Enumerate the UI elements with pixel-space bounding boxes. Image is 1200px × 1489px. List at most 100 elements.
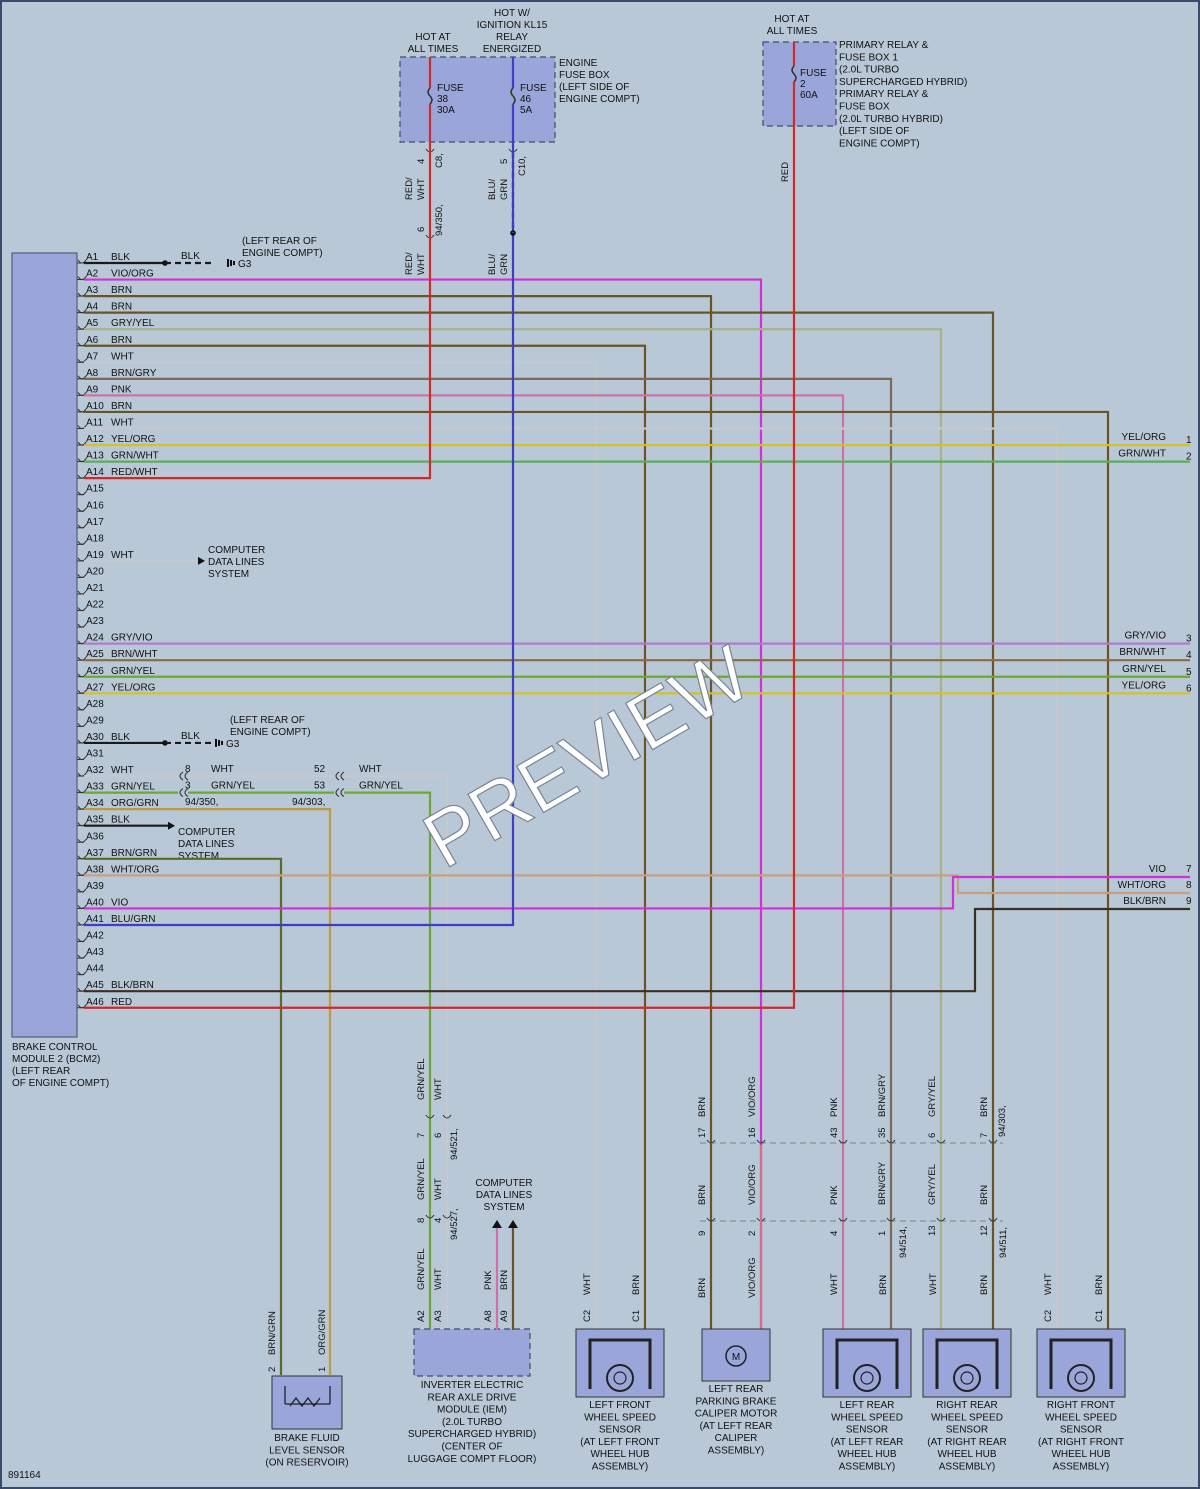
pin-connector-mark <box>77 623 87 628</box>
pin-wire-color-a40: VIO <box>111 897 128 908</box>
wire-a45 <box>84 907 1190 993</box>
wire-a2 <box>84 278 763 1145</box>
inline-connector <box>335 788 340 798</box>
pin-connector-mark <box>77 408 87 413</box>
wire-label: VIO/ORG <box>747 1164 758 1205</box>
lf-sensor-label: ASSEMBLY) <box>592 1462 649 1473</box>
component-pin: A9 <box>499 1310 510 1322</box>
pin-label-a2: A2 <box>86 269 99 280</box>
engine-fuse-box-label: ENGINE <box>559 58 598 69</box>
wire-label: WHT <box>582 1273 593 1295</box>
connector-mark <box>936 1139 946 1144</box>
pin-label-a6: A6 <box>86 335 99 346</box>
lf-wheel-speed-sensor-hub <box>613 1371 627 1385</box>
hot-at-all-times-label: HOT AT <box>774 14 809 25</box>
inline-connector <box>340 788 345 798</box>
pin-label-a1: A1 <box>86 252 99 263</box>
pin-wire-color-a9: PNK <box>111 384 132 395</box>
offpage-number-3: 3 <box>1186 634 1192 645</box>
component-pin: A3 <box>433 1310 444 1322</box>
connector-pin: 4 <box>829 1231 840 1236</box>
ground-symbol <box>215 738 217 747</box>
inline-connector-label: 94/350, <box>185 797 218 808</box>
pin-wire-color-a2: VIO/ORG <box>111 269 154 280</box>
pin-wire-color-a35: BLK <box>111 815 130 826</box>
wire-label-grn: GRN <box>499 254 510 275</box>
wire-label: BRN <box>979 1097 990 1117</box>
offpage-number-1: 1 <box>1186 435 1192 446</box>
ground-wire-label: BLK <box>181 251 200 262</box>
fuse-46-symbol <box>510 87 516 105</box>
wire-label: PNK <box>829 1097 840 1117</box>
rr-sensor-label: WHEEL HUB <box>937 1449 996 1460</box>
pin-connector-mark <box>77 838 87 843</box>
lr-motor-label: PARKING BRAKE <box>696 1396 777 1407</box>
inline-connector <box>340 771 345 781</box>
offpage-wire-label: VIO <box>1149 864 1166 875</box>
offpage-number-7: 7 <box>1186 864 1192 875</box>
connector-mark <box>756 1139 766 1144</box>
pin-wire-color-a30: BLK <box>111 732 130 743</box>
pin-label-a3: A3 <box>86 285 99 296</box>
inline-wire-label: GRN/YEL <box>211 781 255 792</box>
ground-symbol <box>218 739 220 746</box>
rf-wheel-speed-sensor-coil <box>1049 1338 1113 1389</box>
wire-label: GRY/YEL <box>927 1076 938 1117</box>
lf-sensor-label: WHEEL SPEED <box>584 1412 656 1423</box>
wire-label: VIO/ORG <box>747 1257 758 1298</box>
pin-wire-color-a10: BRN <box>111 401 132 412</box>
pin-label-a25: A25 <box>86 649 104 660</box>
wire-label: BRN <box>878 1275 889 1295</box>
wire-label-red: RED/ <box>404 177 415 200</box>
connector-mark <box>706 1139 716 1144</box>
connector-pin: 6 <box>927 1133 938 1138</box>
pin-wire-color-a7: WHT <box>111 351 134 362</box>
pin-connector-mark <box>77 739 87 744</box>
94-350-label: 94/350, <box>434 204 445 236</box>
ground-location-label: (LEFT REAR OF <box>230 715 305 726</box>
connector-pin: 4 <box>433 1218 444 1223</box>
pin-wire-color-a34: ORG/GRN <box>111 798 159 809</box>
pin-label-a5: A5 <box>86 318 99 329</box>
wire-a40 <box>84 875 1190 910</box>
connector-pin: 2 <box>747 1231 758 1236</box>
pin-label-a28: A28 <box>86 699 104 710</box>
connector-pin: 7 <box>416 1133 427 1138</box>
lr-caliper-motor-box <box>701 1328 771 1382</box>
fuse-2-label: FUSE <box>800 68 827 79</box>
pin-connector-mark <box>77 342 87 347</box>
connector-mark <box>838 1217 848 1222</box>
offpage-number-6: 6 <box>1186 683 1192 694</box>
pin-wire-color-a6: BRN <box>111 335 132 346</box>
pin-wire-color-a45: BLK/BRN <box>111 980 154 991</box>
c8-pin: 4 <box>416 159 427 164</box>
wire-label-red: RED <box>780 162 791 182</box>
component-pin: C1 <box>1094 1310 1105 1322</box>
pin-connector-mark <box>77 789 87 794</box>
offpage-wire-label: BRN/WHT <box>1119 647 1166 658</box>
pin-connector-mark <box>77 325 87 330</box>
offpage-wire-label: BLK/BRN <box>1123 896 1166 907</box>
brake-fluid-sensor-box <box>271 1375 343 1430</box>
connector-94-527 <box>442 1214 452 1219</box>
brake-fluid-sensor-symbol <box>284 1386 331 1408</box>
pin-connector-mark <box>77 656 87 661</box>
pin-label-a30: A30 <box>86 732 104 743</box>
wire-a5 <box>84 328 943 1145</box>
connector-pin: 35 <box>877 1127 888 1138</box>
primary-box-label: (2.0L TURBO HYBRID) <box>839 114 943 125</box>
connector-pin: 13 <box>927 1225 938 1236</box>
connector-mark <box>988 1139 998 1144</box>
pin-wire-color-a3: BRN <box>111 285 132 296</box>
offpage-wire-label: WHT/ORG <box>1118 880 1167 891</box>
pin-connector-mark <box>77 358 87 363</box>
wire-a32-out <box>344 774 449 1330</box>
pin-connector-mark <box>77 392 87 396</box>
brake-fluid-label: (ON RESERVOIR) <box>265 1458 348 1469</box>
pin-connector-mark <box>77 673 87 678</box>
pin-wire-color-a14: RED/WHT <box>111 467 158 478</box>
connector-mark <box>886 1217 896 1222</box>
rr-sensor-label: (AT RIGHT REAR <box>927 1437 1006 1448</box>
